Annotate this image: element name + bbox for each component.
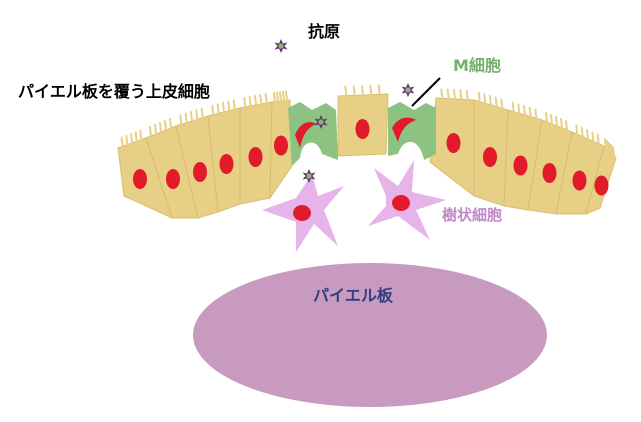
- antigen-label: 抗原: [308, 22, 341, 41]
- peyer-patch-label: パイエル板: [313, 286, 393, 305]
- microvilli: [120, 84, 615, 157]
- epithelial-cell-nucleus: [355, 119, 370, 139]
- epithelial-cell-layer: [117, 93, 617, 219]
- m-cell-group: [288, 102, 436, 166]
- m-cell-pointer-line: [411, 77, 441, 107]
- epithelium-label: パイエル板を覆う上皮細胞: [18, 82, 210, 101]
- epithelial-cell-nucleus: [166, 169, 180, 189]
- epithelial-cell-nucleus: [219, 154, 234, 174]
- epithelial-cell-nucleus: [572, 170, 587, 191]
- m-cell-label: M細胞: [453, 56, 501, 75]
- m-cell-nucleus: [295, 122, 316, 148]
- antigen-icon: [401, 83, 415, 97]
- dendritic-cell-group: [262, 160, 446, 252]
- epithelial-cell-nucleus: [513, 155, 528, 176]
- epithelial-cell-nucleus: [193, 162, 207, 182]
- epithelial-cell-nucleus: [542, 163, 557, 183]
- epithelial-cell-nucleus: [483, 147, 497, 167]
- dendritic-cell-nucleus: [392, 195, 410, 211]
- m-cell-nucleus: [392, 117, 416, 142]
- epithelial-cell-nucleus: [133, 169, 147, 189]
- epithelial-cell-nucleus: [594, 175, 609, 196]
- m-cell: [388, 102, 436, 160]
- epithelial-cell-nucleus: [248, 147, 263, 167]
- epithelial-cell-nucleus: [446, 133, 461, 153]
- dendritic-cell-nucleus: [293, 205, 311, 221]
- dendritic-cell-label: 樹状細胞: [442, 206, 503, 224]
- m-cell: [288, 102, 338, 166]
- epithelial-cell-nucleus: [274, 135, 288, 156]
- antigen-icon: [274, 39, 288, 53]
- peyer-patch: [193, 263, 547, 407]
